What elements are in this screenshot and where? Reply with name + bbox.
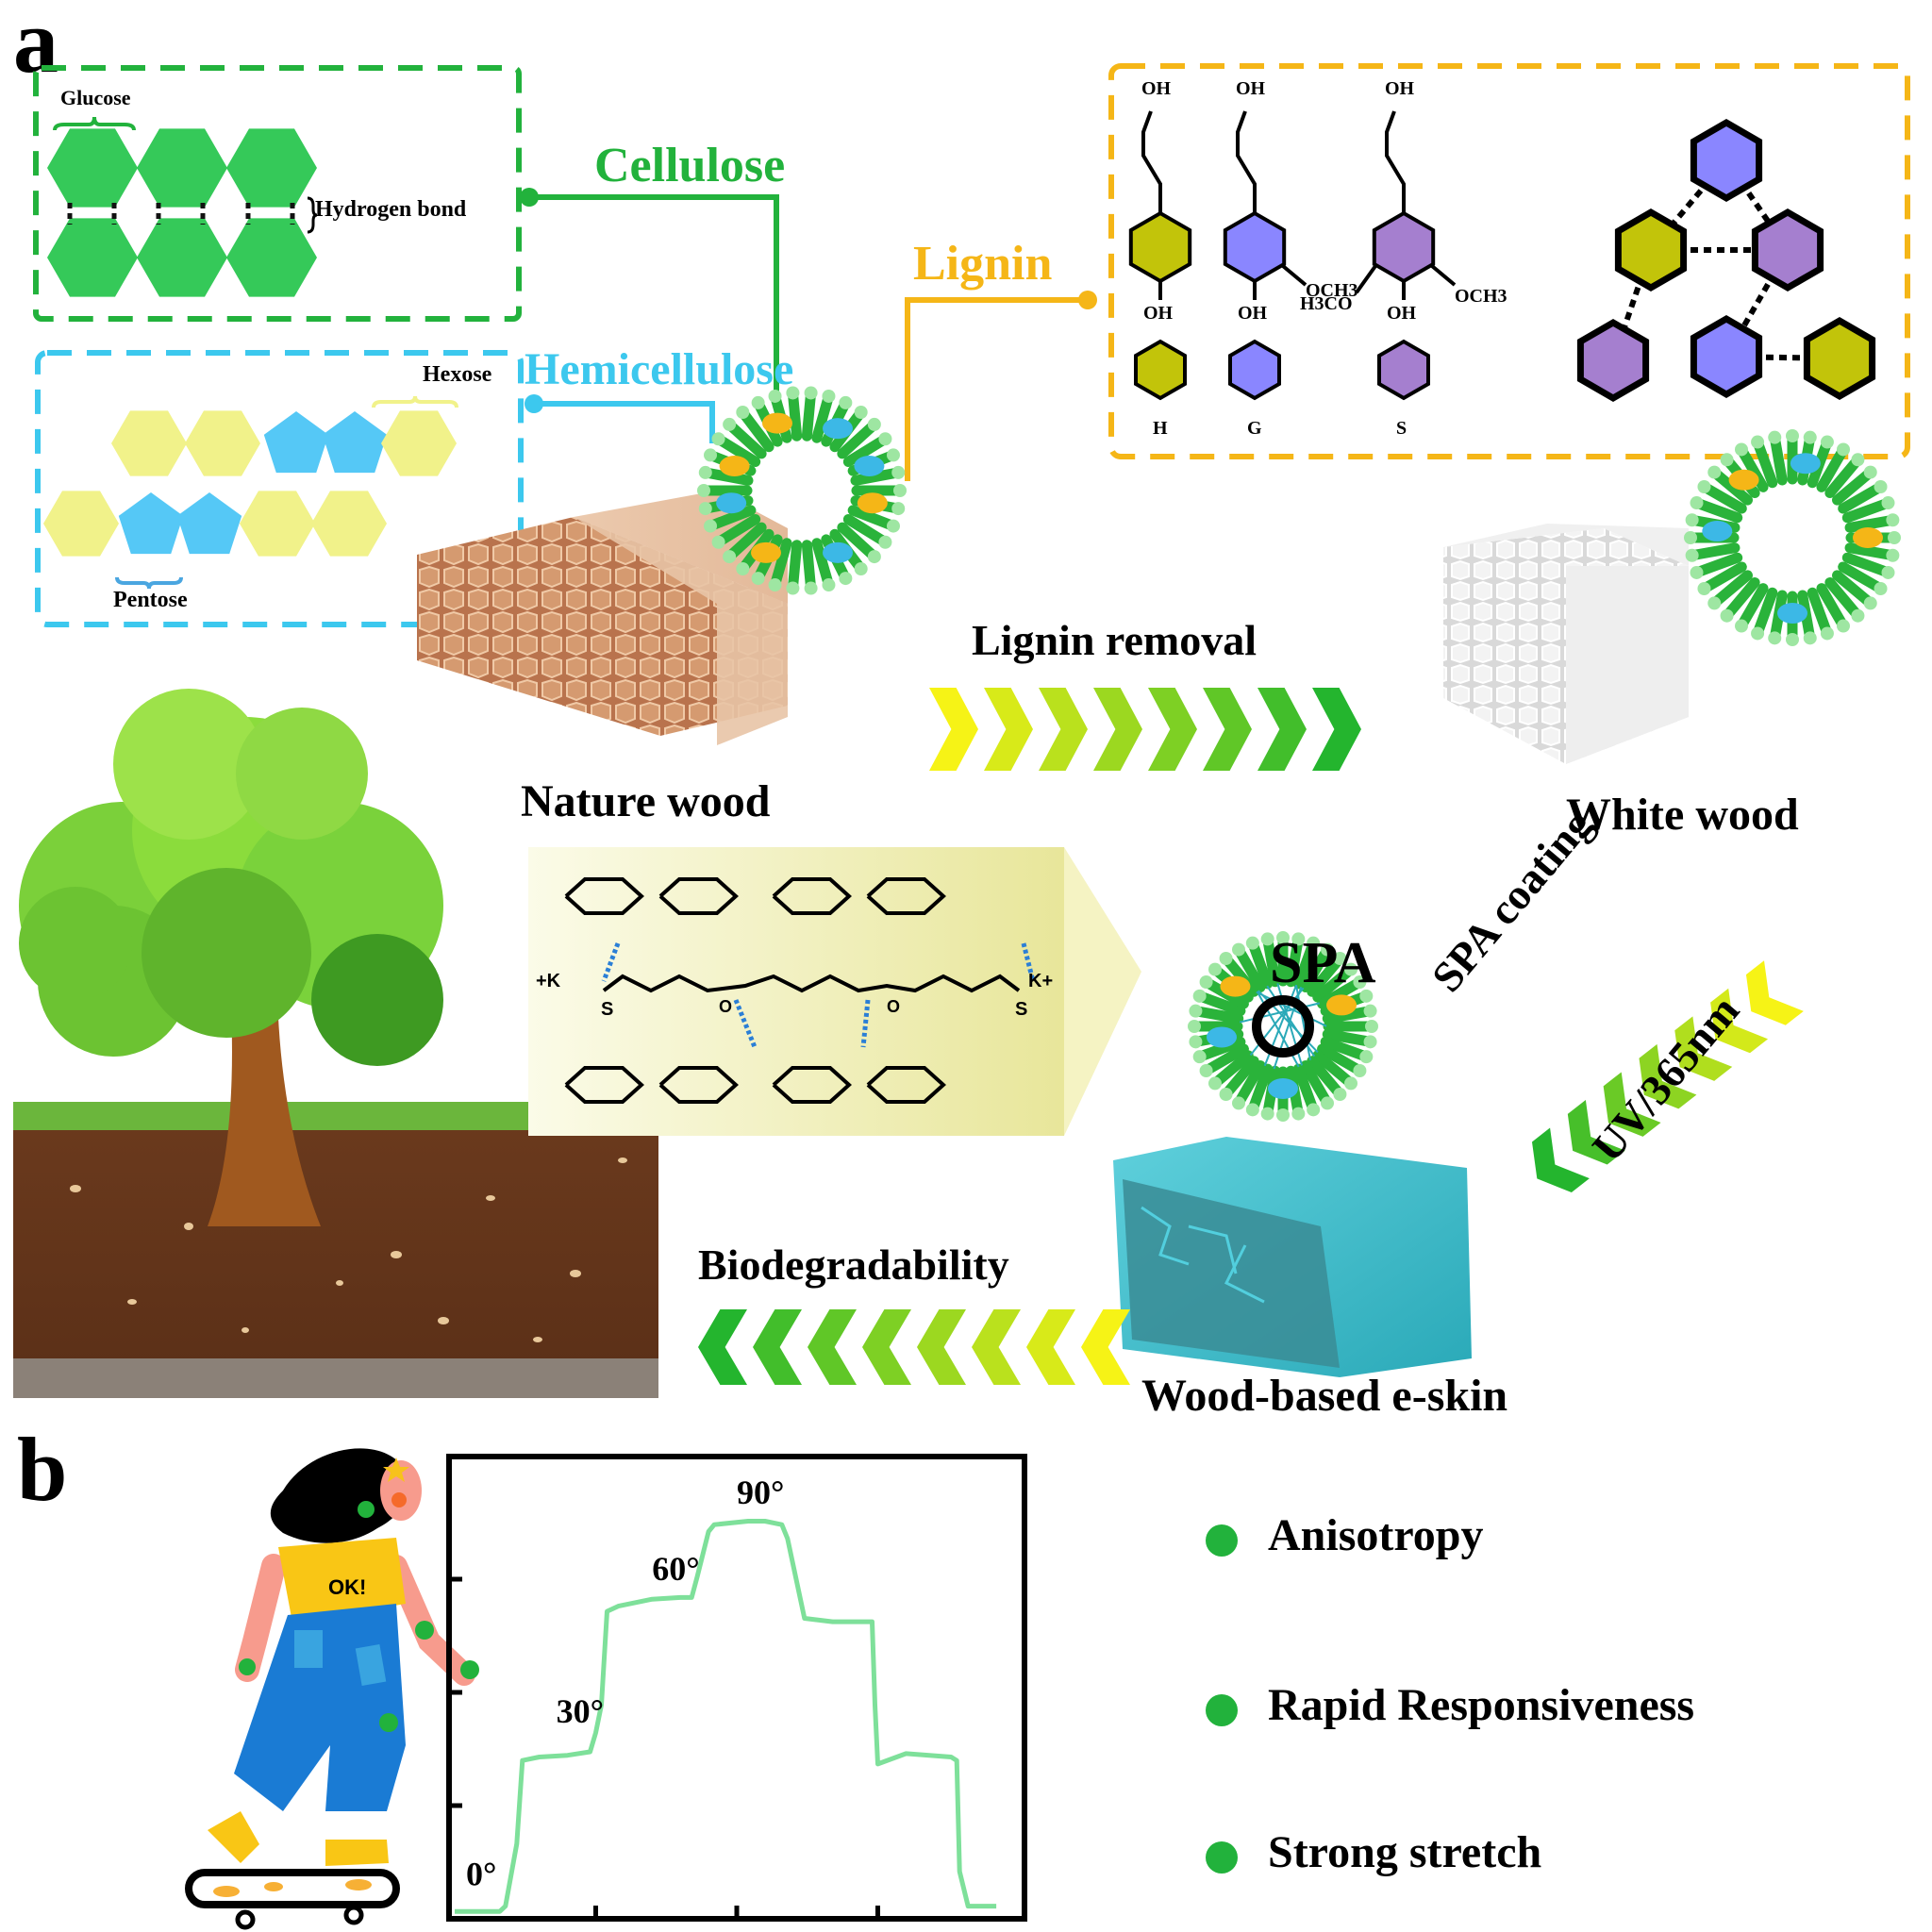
angle-annotation: 90° (737, 1474, 784, 1511)
chart-series-line (455, 1522, 996, 1912)
feature-bullet-icon (1206, 1694, 1238, 1726)
angle-annotation: 0° (466, 1856, 496, 1893)
feature-bullet-icon (1206, 1524, 1238, 1557)
shirt-text: OK! (328, 1575, 366, 1599)
angle-annotation: 30° (557, 1692, 604, 1730)
feature-bullet-icon (1206, 1841, 1238, 1874)
strain-response-chart: 0° 30° 60° 90° (449, 1457, 1030, 1924)
feature-label: Anisotropy (1268, 1513, 1484, 1558)
feature-label: Rapid Responsiveness (1268, 1683, 1694, 1728)
angle-annotation: 60° (652, 1550, 699, 1588)
feature-label: Strong stretch (1268, 1830, 1541, 1875)
chart-frame (449, 1457, 1024, 1919)
